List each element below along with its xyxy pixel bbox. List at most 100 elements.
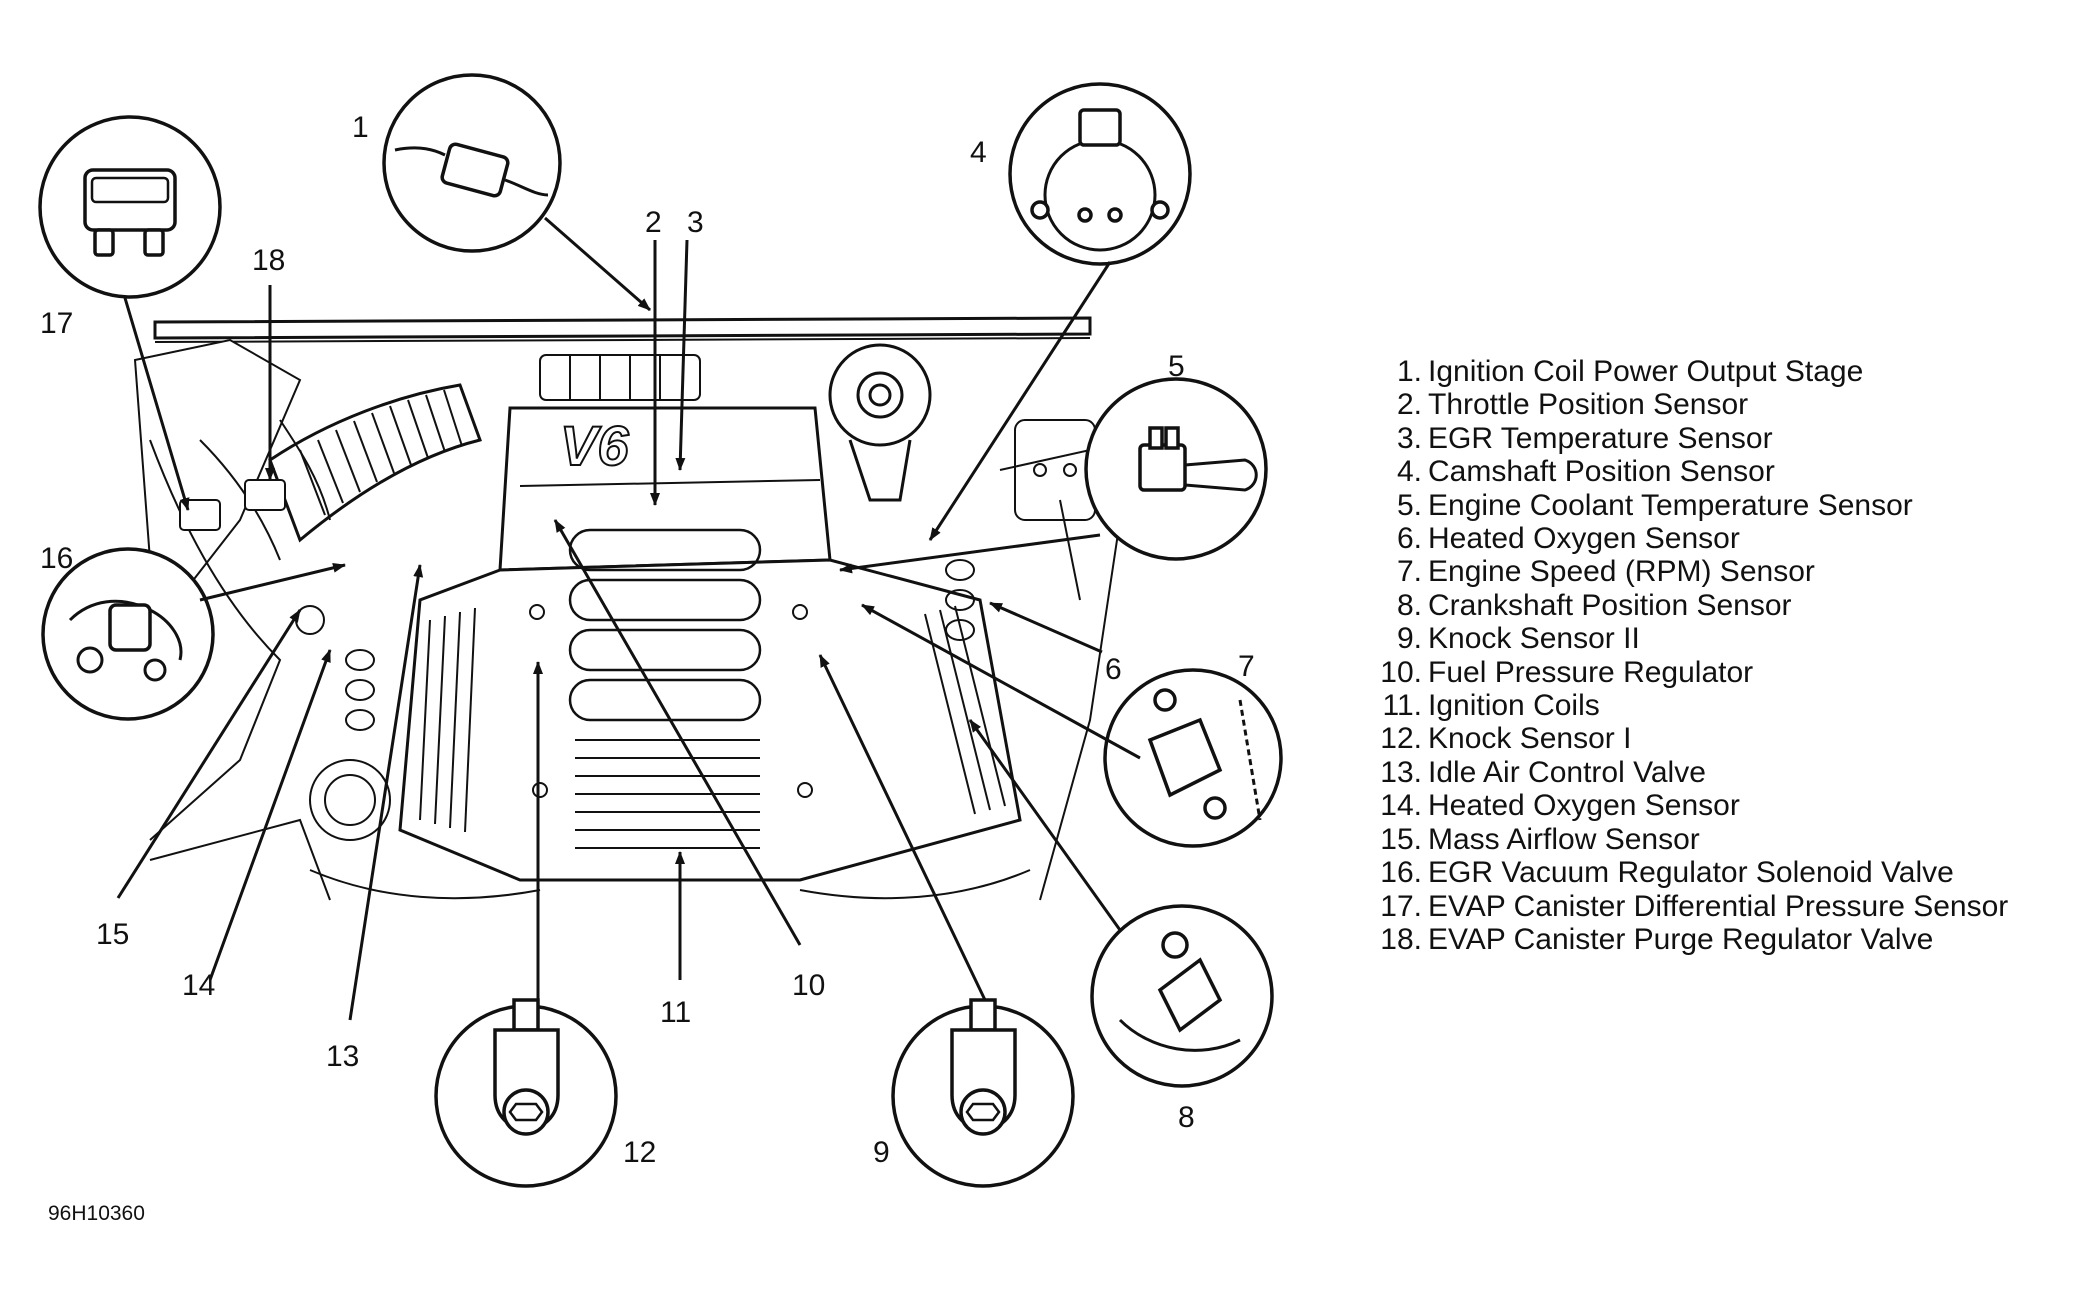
legend-num: 4. [1396, 455, 1422, 489]
legend-num: 2. [1396, 388, 1422, 422]
legend-label: Idle Air Control Valve [1428, 755, 1706, 789]
legend-item: 6.Heated Oxygen Sensor [1370, 522, 2008, 555]
callout-13: 13 [326, 1040, 359, 1073]
engine-bay-illustration: V6 [133, 316, 1122, 901]
leader-10 [553, 519, 802, 946]
leader-lines [116, 216, 1141, 1021]
legend-item: 8.Crankshaft Position Sensor [1370, 589, 2008, 622]
legend-num: 13. [1380, 755, 1422, 789]
legend-item: 11.Ignition Coils [1370, 689, 2008, 722]
legend-item: 17.EVAP Canister Differential Pressure S… [1370, 890, 2008, 923]
leader-8 [968, 719, 1122, 931]
callout-3: 3 [687, 206, 704, 239]
callout-6: 6 [1105, 653, 1122, 686]
legend-item: 2.Throttle Position Sensor [1370, 388, 2008, 421]
callout-16: 16 [40, 542, 73, 575]
callout-1: 1 [352, 111, 369, 144]
legend-label: Throttle Position Sensor [1428, 388, 1749, 422]
detail-knock-sensor-1 [434, 998, 618, 1188]
detail-camshaft-position-sensor [1008, 82, 1192, 266]
detail-evap-diff-pressure-sensor [38, 115, 222, 299]
legend-label: EVAP Canister Purge Regulator Valve [1428, 922, 1934, 956]
legend-num: 16. [1380, 856, 1422, 890]
callout-5: 5 [1168, 350, 1185, 383]
legend-num: 3. [1396, 421, 1422, 455]
legend-item: 16.EGR Vacuum Regulator Solenoid Valve [1370, 856, 2008, 889]
legend-label: EGR Vacuum Regulator Solenoid Valve [1428, 856, 1954, 890]
callout-10: 10 [792, 969, 825, 1002]
detail-knock-sensor-2 [891, 998, 1075, 1188]
legend-item: 14.Heated Oxygen Sensor [1370, 789, 2008, 822]
legend-label: Engine Speed (RPM) Sensor [1428, 555, 1815, 589]
detail-engine-speed-sensor [1103, 668, 1283, 848]
callout-14: 14 [182, 969, 215, 1002]
leader-6 [989, 601, 1103, 654]
leader-4 [928, 261, 1112, 541]
leader-7 [861, 603, 1141, 760]
legend-label: Crankshaft Position Sensor [1428, 588, 1792, 622]
leader-13 [348, 564, 424, 1021]
callout-18: 18 [252, 244, 285, 277]
legend-item: 7.Engine Speed (RPM) Sensor [1370, 555, 2008, 588]
legend-label: EVAP Canister Differential Pressure Sens… [1428, 889, 2009, 923]
legend-num: 9. [1396, 622, 1422, 656]
legend-num: 12. [1380, 722, 1422, 756]
legend-item: 5.Engine Coolant Temperature Sensor [1370, 489, 2008, 522]
callout-11: 11 [660, 996, 691, 1029]
legend-num: 14. [1380, 789, 1422, 823]
callout-numbers: 1 2 3 4 5 6 7 8 9 10 11 12 13 14 15 16 1… [40, 111, 1255, 1169]
legend-label: Heated Oxygen Sensor [1428, 789, 1740, 823]
legend-item: 18.EVAP Canister Purge Regulator Valve [1370, 923, 2008, 956]
legend-label: Ignition Coil Power Output Stage [1428, 355, 1864, 388]
detail-egr-vacuum-regulator [41, 547, 215, 721]
legend-label: Ignition Coils [1428, 689, 1600, 723]
leader-1 [544, 216, 651, 312]
legend-num: 10. [1380, 655, 1422, 689]
detail-crankshaft-position-sensor [1090, 904, 1274, 1088]
leader-17 [123, 297, 190, 511]
legend-item: 3.EGR Temperature Sensor [1370, 422, 2008, 455]
legend-label: Engine Coolant Temperature Sensor [1428, 488, 1913, 522]
figure-id: 96H10360 [48, 1202, 145, 1225]
legend-label: EGR Temperature Sensor [1428, 421, 1773, 455]
legend-item: 4.Camshaft Position Sensor [1370, 455, 2008, 488]
legend-label: Knock Sensor II [1428, 622, 1640, 656]
legend-num: 7. [1396, 555, 1422, 589]
callout-15: 15 [96, 918, 129, 951]
legend-item: 10.Fuel Pressure Regulator [1370, 656, 2008, 689]
legend-num: 17. [1380, 889, 1422, 923]
legend-num: 1. [1396, 355, 1422, 388]
callout-17: 17 [40, 307, 73, 340]
legend-item: 12.Knock Sensor I [1370, 722, 2008, 755]
legend-label: Heated Oxygen Sensor [1428, 522, 1740, 556]
legend-num: 6. [1396, 522, 1422, 556]
leader-9 [818, 654, 987, 1001]
leader-15 [116, 609, 302, 899]
callout-7: 7 [1238, 650, 1255, 683]
component-legend: 1.Ignition Coil Power Output Stage 2.Thr… [1370, 355, 2008, 956]
detail-ignition-coil-power-stage [382, 73, 562, 253]
leader-16 [199, 562, 346, 602]
legend-item: 15.Mass Airflow Sensor [1370, 823, 2008, 856]
leader-14 [208, 649, 332, 981]
legend-item: 9.Knock Sensor II [1370, 622, 2008, 655]
leader-5 [839, 533, 1101, 574]
legend-num: 18. [1380, 922, 1422, 956]
legend-num: 15. [1380, 822, 1422, 856]
legend-label: Mass Airflow Sensor [1428, 822, 1700, 856]
legend-num: 11. [1382, 689, 1422, 723]
legend-num: 5. [1396, 488, 1422, 522]
detail-coolant-temp-sensor [1084, 377, 1268, 561]
legend-label: Knock Sensor I [1428, 722, 1632, 756]
callout-9: 9 [873, 1136, 890, 1169]
callout-12: 12 [623, 1136, 656, 1169]
legend-num: 8. [1396, 588, 1422, 622]
legend-item: 13.Idle Air Control Valve [1370, 756, 2008, 789]
legend-item: 1.Ignition Coil Power Output Stage [1370, 355, 2008, 388]
callout-4: 4 [970, 136, 987, 169]
callout-2: 2 [645, 206, 662, 239]
callout-8: 8 [1178, 1101, 1195, 1134]
engine-badge: V6 [560, 414, 629, 477]
legend-label: Fuel Pressure Regulator [1428, 655, 1754, 689]
